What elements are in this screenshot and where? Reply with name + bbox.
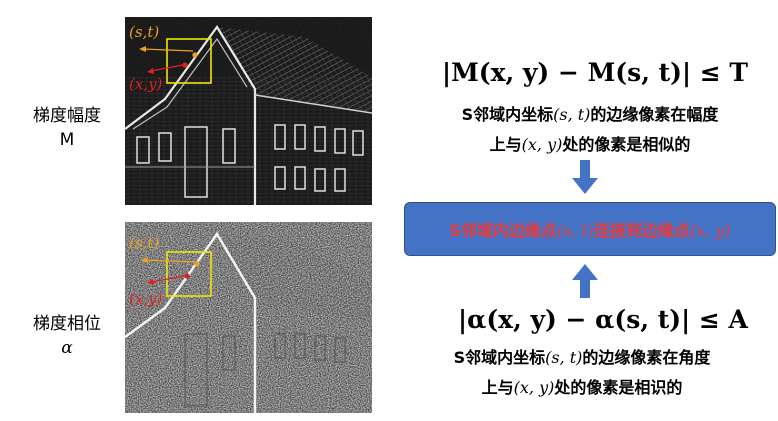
magnitude-label: 梯度幅度 M: [22, 104, 112, 152]
magnitude-label-symbol: M: [59, 130, 75, 150]
gradient-magnitude-image: (s,t) (x,y): [125, 17, 372, 205]
angle-formula: |α(x, y) − α(s, t)| ≤ A: [458, 305, 748, 334]
edge-link-result-box: S邻域内边缘点(s, t)连接到边缘点(x, y): [404, 202, 776, 256]
magnitude-formula: |M(x, y) − M(s, t)| ≤ T: [442, 58, 749, 87]
top-xy-label: (x,y): [129, 75, 163, 93]
result-text: S邻域内边缘点(s, t)连接到边缘点(x, y): [449, 221, 731, 240]
phase-label: 梯度相位 α: [22, 312, 112, 360]
magnitude-desc-line2: 上与(x, y)处的像素是相似的: [489, 135, 691, 154]
arrow-down-icon: [572, 160, 598, 194]
top-st-label: (s,t): [129, 23, 159, 41]
magnitude-desc-line1: S邻域内坐标(s, t)的边缘像素在幅度: [461, 105, 719, 124]
angle-description: S邻域内坐标(s, t)的边缘像素在角度 上与(x, y)处的像素是相识的: [402, 343, 762, 403]
gradient-phase-image: (s,t) (x,y): [125, 222, 372, 413]
phase-label-text: 梯度相位: [33, 314, 101, 334]
magnitude-description: S邻域内坐标(s, t)的边缘像素在幅度 上与(x, y)处的像素是相似的: [414, 100, 766, 160]
magnitude-label-text: 梯度幅度: [33, 106, 101, 126]
arrow-up-icon: [572, 264, 598, 298]
bottom-xy-label: (x,y): [129, 290, 163, 308]
bottom-st-label: (s,t): [129, 234, 159, 252]
phase-label-symbol: α: [61, 338, 73, 358]
angle-desc-line1: S邻域内坐标(s, t)的边缘像素在角度: [453, 348, 711, 367]
angle-desc-line2: 上与(x, y)处的像素是相识的: [481, 378, 683, 397]
